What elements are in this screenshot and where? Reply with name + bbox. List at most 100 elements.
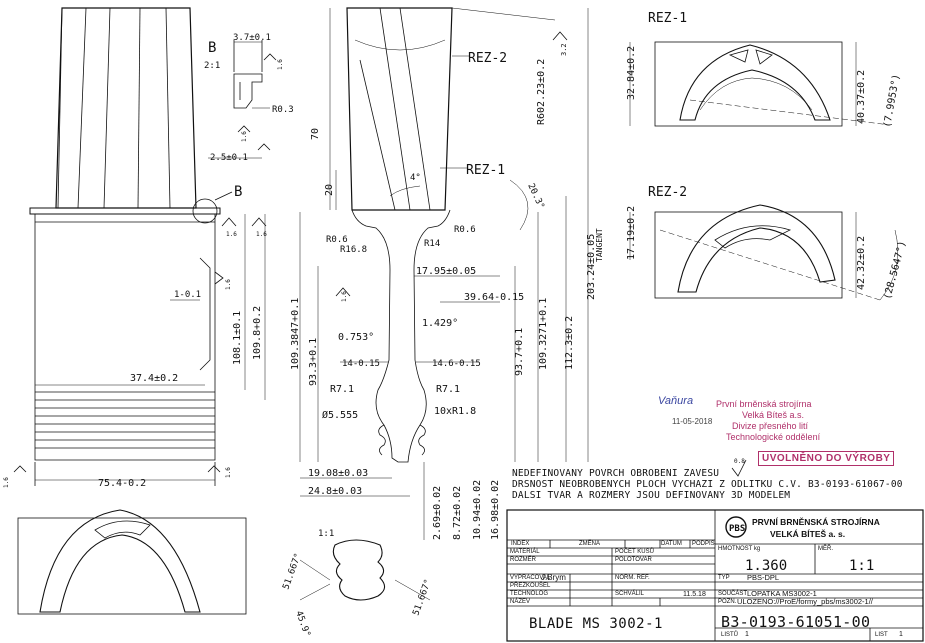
scale-label: MĚŘ. (818, 546, 833, 552)
detail-b-callout: B (234, 184, 242, 200)
roughness-mark: 1.6 (241, 131, 248, 142)
dim-angle-4: 4° (410, 173, 421, 183)
tech-label: TECHNOLOG (510, 591, 549, 597)
root-angle-right: 51.667° (411, 578, 433, 617)
blade-side-view: REZ-2 REZ-1 R602.23±0.2 3.2 70 20 4° 20.… (290, 7, 604, 540)
rez-1-angle: (7.9953°) (882, 73, 902, 128)
note-line-1: NEDEFINOVANY POVRCH OBROBENI ZAVESU (512, 468, 720, 479)
dim-r16-8: R16.8 (340, 245, 367, 255)
dim-10xr1-8: 10xR1.8 (434, 406, 476, 417)
root-angle-left: 51.667° (281, 552, 303, 591)
rev-header-index: INDEX (511, 541, 530, 547)
dim-93-3: 93.3+0.1 (308, 338, 319, 386)
notes-roughness-mark (731, 459, 747, 477)
company-line-1: PRVNÍ BRNĚNSKÁ STROJÍRNA (752, 517, 880, 527)
part-value: LOPATKA MS3002-1 (747, 589, 817, 598)
root-angle-lower: 45.9° (293, 610, 312, 639)
rev-header-signature: PODPIS (692, 541, 715, 547)
section-marker-rez-1: REZ-1 (466, 163, 505, 178)
dim-width-75-4: 75.4-0.2 (98, 478, 146, 489)
drawn-label: VYPRACOVAL (510, 575, 551, 581)
dim-10-94: 10.94±0.02 (472, 480, 483, 540)
pieces-label: POČET KUSŮ (615, 549, 654, 555)
roughness-mark: 3.2 (560, 43, 568, 56)
roughness-mark: 1.6 (225, 279, 232, 290)
dim-39-64: 39.64-0.15 (464, 292, 524, 303)
dim-108-1: 108.1±0.1 (232, 311, 243, 365)
rez-2-dim-17-19: 17.19±0.2 (626, 206, 637, 260)
drawing-name: BLADE MS 3002-1 (529, 616, 663, 632)
type-value: PBS-DPL (747, 573, 780, 582)
sheets-value: 1 (745, 631, 749, 638)
scale-value: 1:1 (849, 558, 875, 574)
sheets-label: LISTŮ (721, 632, 739, 638)
root-detail-scale: 1:1 (318, 529, 334, 539)
material-label: MATERIÁL (510, 549, 540, 555)
company-logo: PBS (725, 516, 747, 538)
company-line-2: VELKÁ BÍTEŠ a. s. (770, 529, 846, 539)
detail-b-offset: 2.5±0.1 (210, 153, 248, 163)
stamp-line-4: Technologické oddělení (726, 432, 821, 442)
dim-r7-1-left: R7.1 (330, 384, 354, 395)
note-value: ULOZENO://ProE/formy_pbs/ms3002-1// (737, 597, 873, 606)
blank-label: ROZMĚR (510, 557, 536, 563)
title-block-frame (506, 509, 924, 642)
dim-93-7: 93.7+0.1 (514, 328, 525, 376)
rev-header-date: DATUM (661, 541, 682, 547)
rez-2-dim-42-32: 42.32±0.2 (856, 236, 867, 290)
dim-angle-0-753: 0.753° (338, 332, 374, 343)
dim-angle-1-429: 1.429° (422, 318, 458, 329)
svg-text:PBS: PBS (729, 524, 745, 534)
dim-14: 14-0.15 (342, 359, 380, 369)
dim-109-3847: 109.3847+0.1 (290, 298, 301, 370)
sheet-value: 1 (899, 631, 903, 638)
detail-b-radius: R0.3 (272, 105, 294, 115)
note-label: POZN. (718, 599, 737, 605)
detail-b-callout-circle (192, 198, 218, 224)
detail-b-view: B 2:1 3.7±0.1 1.6 R0.3 1.6 2.5±0.1 (204, 33, 294, 163)
title-block: INDEX ZMĚNA DATUM PODPIS MATERIÁL POČET … (507, 510, 923, 641)
dim-r14: R14 (424, 239, 440, 249)
name-label: NÁZEV (510, 599, 531, 605)
stamp-approved: UVOLNĚNO DO VÝROBY (758, 451, 895, 466)
detail-b-dim-width: 3.7±0.1 (233, 33, 271, 43)
dim-dia-5-555: Ø5.555 (322, 409, 358, 421)
dim-8-72: 8.72±0.02 (452, 486, 463, 540)
blade-front-view: B 75.4-0.2 37.4±0.2 108.1±0.1 109.8+0.2 … (3, 7, 267, 489)
dim-r602: R602.23±0.2 (536, 59, 547, 125)
detail-b-scale: 2:1 (204, 61, 220, 71)
dim-2-69: 2.69±0.02 (432, 486, 443, 540)
dim-70: 70 (310, 128, 321, 140)
stamp-line-2: Velká Bíteš a.s. (742, 410, 805, 420)
drawn-by: J.Brym (541, 573, 566, 582)
stamp-line-1: První brněnská strojírna (716, 399, 812, 409)
section-marker-rez-2: REZ-2 (468, 51, 507, 66)
roughness-mark: 1.6 (3, 477, 10, 488)
drawing-notes: NEDEFINOVANY POVRCH OBROBENI ZAVESU DRSN… (512, 468, 903, 501)
dim-109-8: 109.8+0.2 (252, 306, 263, 360)
part-label: SOUČÁST (718, 591, 748, 597)
drawing-number: B3-0193-61051-00 (721, 613, 871, 631)
dim-20: 20 (324, 184, 335, 196)
stamp-line-3: Divize přesného lití (732, 421, 809, 431)
checked-label: PŘEZKOUŠEL (510, 583, 551, 589)
dim-19-08: 19.08±0.03 (308, 468, 368, 479)
notes-roughness-value: 0.8 (734, 458, 745, 465)
semi-label: POLOTOVAR (615, 557, 652, 563)
roughness-mark: 1.6 (277, 59, 284, 70)
stamp-date: 11-05-2018 (672, 417, 713, 426)
dim-14-6: 14.6-0.15 (432, 359, 481, 369)
dim-r7-1-right: R7.1 (436, 384, 460, 395)
dim-203-24: 203.24±0.05 (586, 234, 597, 300)
blade-iso-bottom-view (17, 509, 247, 615)
root-detail-view: 1:1 51.667° 51.667° 45.9° (281, 529, 433, 638)
dim-112-3: 112.3±0.2 (564, 316, 575, 370)
sheet-label: LIST (875, 632, 888, 638)
rez-1-dim-40-37: 40.37±0.2 (856, 70, 867, 124)
roughness-mark: 1.6 (225, 467, 232, 478)
rev-header-change: ZMĚNA (579, 541, 600, 547)
dim-1: 1-0.1 (174, 290, 201, 300)
dim-109-3271: 109.3271+0.1 (538, 298, 549, 370)
dim-angle-20-3: 20.3° (525, 182, 546, 211)
